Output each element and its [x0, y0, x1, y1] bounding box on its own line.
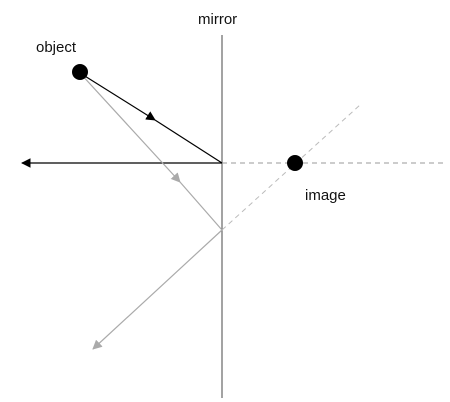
- image-point: [287, 155, 303, 171]
- object-label: object: [36, 39, 77, 56]
- mirror-label: mirror: [198, 11, 238, 28]
- reflected-ray-gray: [92, 229, 223, 350]
- incident-ray-black-segment-1: [79, 72, 156, 121]
- incident-ray-gray-segment-2: [179, 181, 223, 231]
- image-label: image: [305, 187, 346, 204]
- incident-ray-gray-segment-1: [79, 72, 181, 183]
- incident-ray-black-segment-2: [154, 119, 223, 164]
- object-point: [72, 64, 88, 80]
